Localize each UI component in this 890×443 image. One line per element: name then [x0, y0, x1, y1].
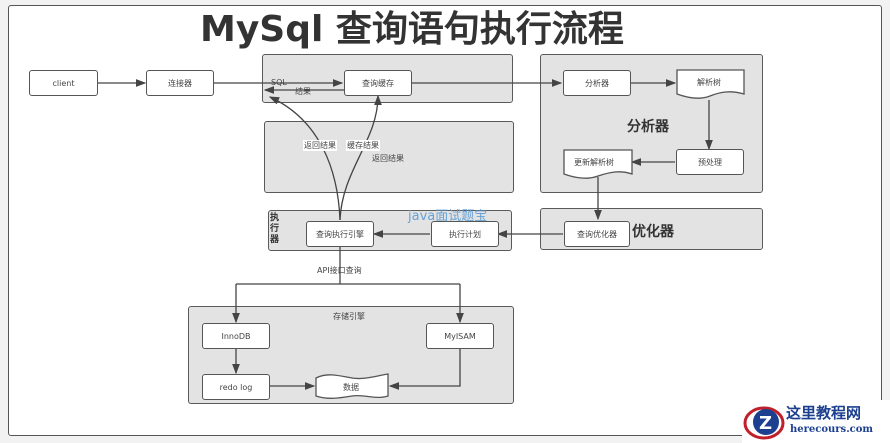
query-cache-node[interactable]: 查询缓存: [344, 70, 412, 96]
updated-parse-tree-shape: [563, 149, 633, 179]
executor-group-title: 执行器: [270, 213, 280, 245]
site-logo[interactable]: Z 这里教程网 herecours.com: [742, 400, 890, 443]
analyzer-node[interactable]: 分析器: [563, 70, 631, 96]
edge-engine-cache-result: [339, 94, 382, 221]
redo-log-node[interactable]: redo log: [202, 374, 270, 400]
data-label: 数据: [343, 383, 359, 392]
parse-tree-label: 解析树: [697, 78, 721, 87]
edge-myisam-data: [388, 349, 461, 390]
data-shape: [315, 373, 389, 399]
api-query-label: API接口查询: [317, 266, 362, 275]
preprocess-node[interactable]: 预处理: [676, 149, 744, 175]
execution-plan-node[interactable]: 执行计划: [431, 221, 499, 247]
client-node[interactable]: client: [29, 70, 98, 96]
return-result-label-2: 返回结果: [372, 154, 404, 163]
sql-edge-label: SQL: [271, 78, 287, 87]
return-result-label-1: 返回结果: [303, 140, 337, 151]
connector-node[interactable]: 连接器: [146, 70, 214, 96]
optimizer-group-title: 优化器: [632, 224, 674, 240]
updated-parse-tree-label: 更新解析树: [574, 158, 614, 167]
cache-result-label: 缓存结果: [346, 140, 380, 151]
innodb-node[interactable]: InnoDB: [202, 323, 270, 349]
svg-text:Z: Z: [759, 413, 772, 434]
result-group: [264, 121, 514, 193]
edge-engine-return-result: [268, 96, 341, 221]
diagram-title: MySql 查询语句执行流程: [200, 9, 624, 50]
parse-tree-shape: [676, 69, 745, 99]
logo-chinese-text: 这里教程网: [786, 404, 862, 422]
result-edge-label: 结果: [295, 87, 311, 96]
query-optimizer-node[interactable]: 查询优化器: [564, 221, 630, 247]
logo-z-icon: Z: [743, 406, 785, 440]
logo-domain-text: herecours.com: [790, 424, 874, 435]
storage-engine-title: 存储引擎: [333, 312, 365, 321]
query-execution-engine-node[interactable]: 查询执行引擎: [306, 221, 374, 247]
watermark-text: java面试题宝: [408, 209, 488, 224]
myisam-node[interactable]: MyISAM: [426, 323, 494, 349]
analyzer-group-title: 分析器: [627, 119, 669, 135]
